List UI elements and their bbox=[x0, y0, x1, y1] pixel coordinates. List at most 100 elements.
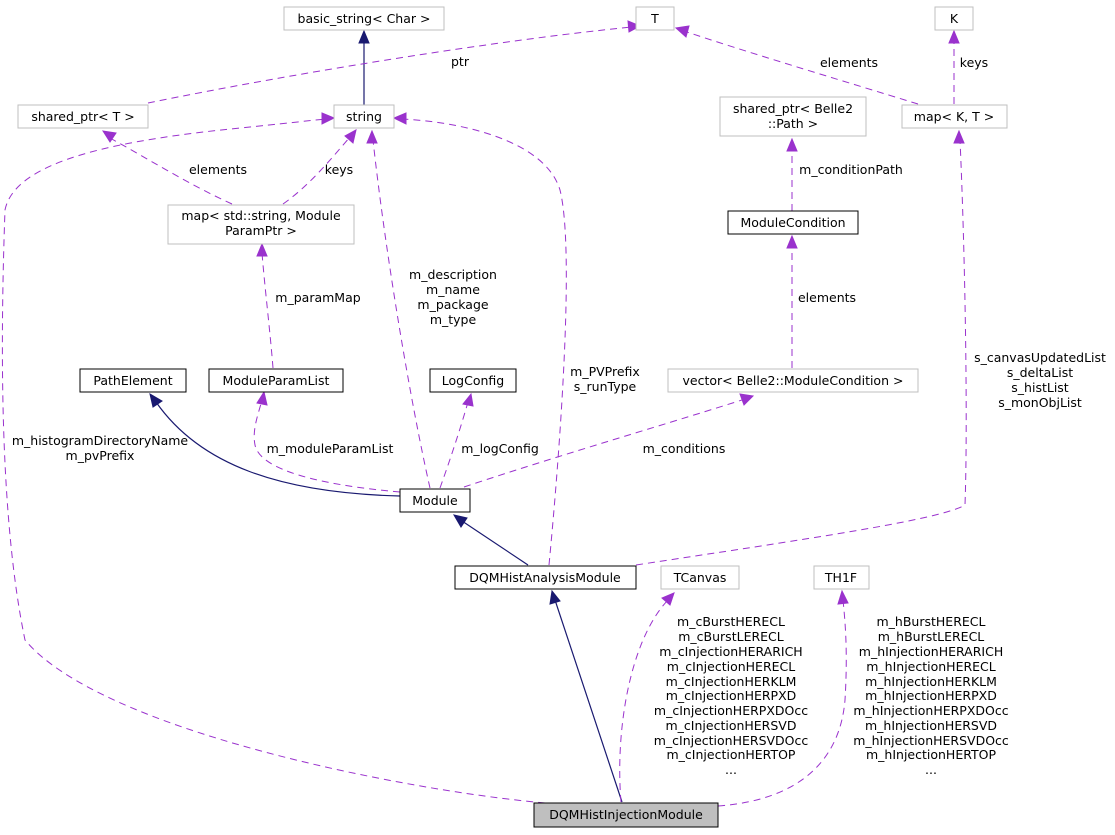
node-map-string-param[interactable]: map< std::string, Module ParamPtr > bbox=[167, 204, 355, 245]
label-ptr: ptr bbox=[451, 54, 470, 69]
edge-analysis-inherits-module bbox=[461, 520, 529, 566]
label-line: s_deltaList bbox=[1007, 365, 1073, 380]
edge-conditions bbox=[463, 398, 746, 488]
edge-param-map-elements bbox=[109, 137, 233, 205]
arrowhead bbox=[256, 242, 268, 257]
label-line: m_hInjectionHERPXDOcc bbox=[853, 703, 1008, 718]
label-line: s_histList bbox=[1011, 380, 1069, 395]
node-label: shared_ptr< Belle2 bbox=[733, 101, 853, 116]
node-shared-ptr-path[interactable]: shared_ptr< Belle2 ::Path > bbox=[719, 96, 867, 137]
node-module-condition[interactable]: ModuleCondition bbox=[727, 210, 859, 235]
node-vector-module-condition[interactable]: vector< Belle2::ModuleCondition > bbox=[667, 368, 919, 393]
arrowhead bbox=[256, 390, 268, 406]
label-string-members: m_description m_name m_package m_type bbox=[409, 267, 497, 327]
label-keys-K: keys bbox=[960, 55, 988, 70]
arrowhead bbox=[948, 29, 960, 44]
label-line: m_package bbox=[417, 297, 489, 312]
label-line: m_cBurstHERECL bbox=[677, 614, 785, 629]
label-line: m_cInjectionHERARICH bbox=[659, 644, 802, 659]
label-line: m_cInjectionHERSVD bbox=[666, 718, 797, 733]
arrowhead bbox=[953, 129, 965, 144]
label-line: m_cInjectionHERPXDOcc bbox=[654, 703, 808, 718]
node-label: DQMHistAnalysisModule bbox=[469, 570, 621, 585]
node-shared-ptr-T[interactable]: shared_ptr< T > bbox=[17, 104, 149, 129]
node-label: basic_string< Char > bbox=[298, 11, 431, 26]
node-K[interactable]: K bbox=[934, 6, 974, 31]
node-th1f[interactable]: TH1F bbox=[813, 565, 870, 590]
edge-param-map bbox=[261, 252, 274, 369]
node-label: K bbox=[950, 11, 959, 26]
node-label: PathElement bbox=[93, 373, 172, 388]
label-histograms: m_hBurstHERECL m_hBurstLERECL m_hInjecti… bbox=[853, 614, 1009, 777]
node-basic-string[interactable]: basic_string< Char > bbox=[283, 6, 445, 31]
label-line: s_monObjList bbox=[998, 395, 1082, 410]
node-path-element[interactable]: PathElement bbox=[79, 368, 187, 393]
arrowhead bbox=[392, 112, 407, 125]
node-label: string bbox=[346, 109, 382, 124]
label-line: s_canvasUpdatedList bbox=[974, 350, 1106, 365]
node-string[interactable]: string bbox=[333, 104, 395, 129]
arrowhead bbox=[661, 592, 675, 606]
node-label: Module bbox=[412, 493, 458, 508]
arrowhead bbox=[358, 29, 370, 44]
label-conditions: m_conditions bbox=[643, 441, 726, 456]
label-line: m_cInjectionHERPXD bbox=[666, 688, 797, 703]
arrowhead bbox=[786, 137, 798, 152]
label-line: ... bbox=[725, 762, 737, 777]
node-module-param-list[interactable]: ModuleParamList bbox=[208, 368, 344, 393]
label-line: s_runType bbox=[574, 379, 637, 394]
label-line: m_hInjectionHERECL bbox=[866, 659, 996, 674]
label-keys-string: keys bbox=[325, 162, 353, 177]
edge-ptr bbox=[147, 26, 633, 104]
label-line: m_hBurstLERECL bbox=[878, 629, 985, 644]
arrowhead bbox=[674, 25, 690, 38]
label-line: m_histogramDirectoryName bbox=[12, 433, 189, 448]
label-line: m_description bbox=[409, 267, 497, 282]
node-T[interactable]: T bbox=[635, 6, 675, 31]
arrowhead bbox=[321, 112, 336, 125]
label-canvases: m_cBurstHERECL m_cBurstLERECL m_cInjecti… bbox=[654, 614, 809, 777]
node-label: TH1F bbox=[824, 570, 857, 585]
label-line: m_cInjectionHERTOP bbox=[667, 747, 796, 762]
label-line: m_pvPrefix bbox=[66, 448, 135, 463]
label-elements-T: elements bbox=[820, 55, 878, 70]
label-line: m_type bbox=[430, 312, 477, 327]
edge-static-lists bbox=[635, 139, 967, 566]
node-label: ParamPtr > bbox=[225, 223, 297, 238]
node-tcanvas[interactable]: TCanvas bbox=[660, 565, 740, 590]
label-static-lists: s_canvasUpdatedList s_deltaList s_histLi… bbox=[974, 350, 1106, 410]
label-line: m_hInjectionHERSVDOcc bbox=[853, 733, 1009, 748]
node-dqm-hist-injection-module[interactable]: DQMHistInjectionModule bbox=[533, 802, 719, 828]
label-condition-path: m_conditionPath bbox=[799, 162, 903, 177]
edge-pv-prefix bbox=[402, 118, 567, 566]
arrowhead bbox=[549, 589, 561, 605]
label-line: m_hInjectionHERSVD bbox=[865, 718, 997, 733]
arrowhead bbox=[786, 234, 798, 249]
edge-injection-inherits-analysis bbox=[554, 599, 623, 803]
node-label: map< std::string, Module bbox=[181, 208, 341, 223]
label-line: m_cInjectionHERSVDOcc bbox=[654, 733, 809, 748]
label-line: m_hInjectionHERTOP bbox=[866, 747, 996, 762]
node-module[interactable]: Module bbox=[399, 488, 471, 513]
node-label: ::Path > bbox=[768, 116, 818, 131]
arrowhead bbox=[739, 393, 755, 406]
label-log-config: m_logConfig bbox=[461, 441, 539, 456]
node-map-K-T[interactable]: map< K, T > bbox=[901, 104, 1008, 129]
node-label: vector< Belle2::ModuleCondition > bbox=[683, 373, 904, 388]
edge-map-elements-T bbox=[683, 30, 919, 105]
label-module-param-list: m_moduleParamList bbox=[267, 441, 394, 456]
edge-module-string-members bbox=[372, 139, 431, 489]
label-line: m_cBurstLERECL bbox=[678, 629, 784, 644]
label-line: m_cInjectionHERECL bbox=[667, 659, 795, 674]
node-label: map< K, T > bbox=[914, 109, 994, 124]
node-dqm-hist-analysis-module[interactable]: DQMHistAnalysisModule bbox=[454, 565, 637, 590]
label-line: m_hInjectionHERKLM bbox=[865, 674, 997, 689]
label-histogram-dir: m_histogramDirectoryName m_pvPrefix bbox=[12, 433, 189, 463]
label-line: m_hBurstHERECL bbox=[877, 614, 986, 629]
node-log-config[interactable]: LogConfig bbox=[429, 368, 517, 393]
edge-histogram-dir bbox=[1, 118, 546, 804]
label-line: m_PVPrefix bbox=[570, 364, 640, 379]
label-line: m_cInjectionHERKLM bbox=[666, 674, 797, 689]
label-line: ... bbox=[925, 762, 937, 777]
